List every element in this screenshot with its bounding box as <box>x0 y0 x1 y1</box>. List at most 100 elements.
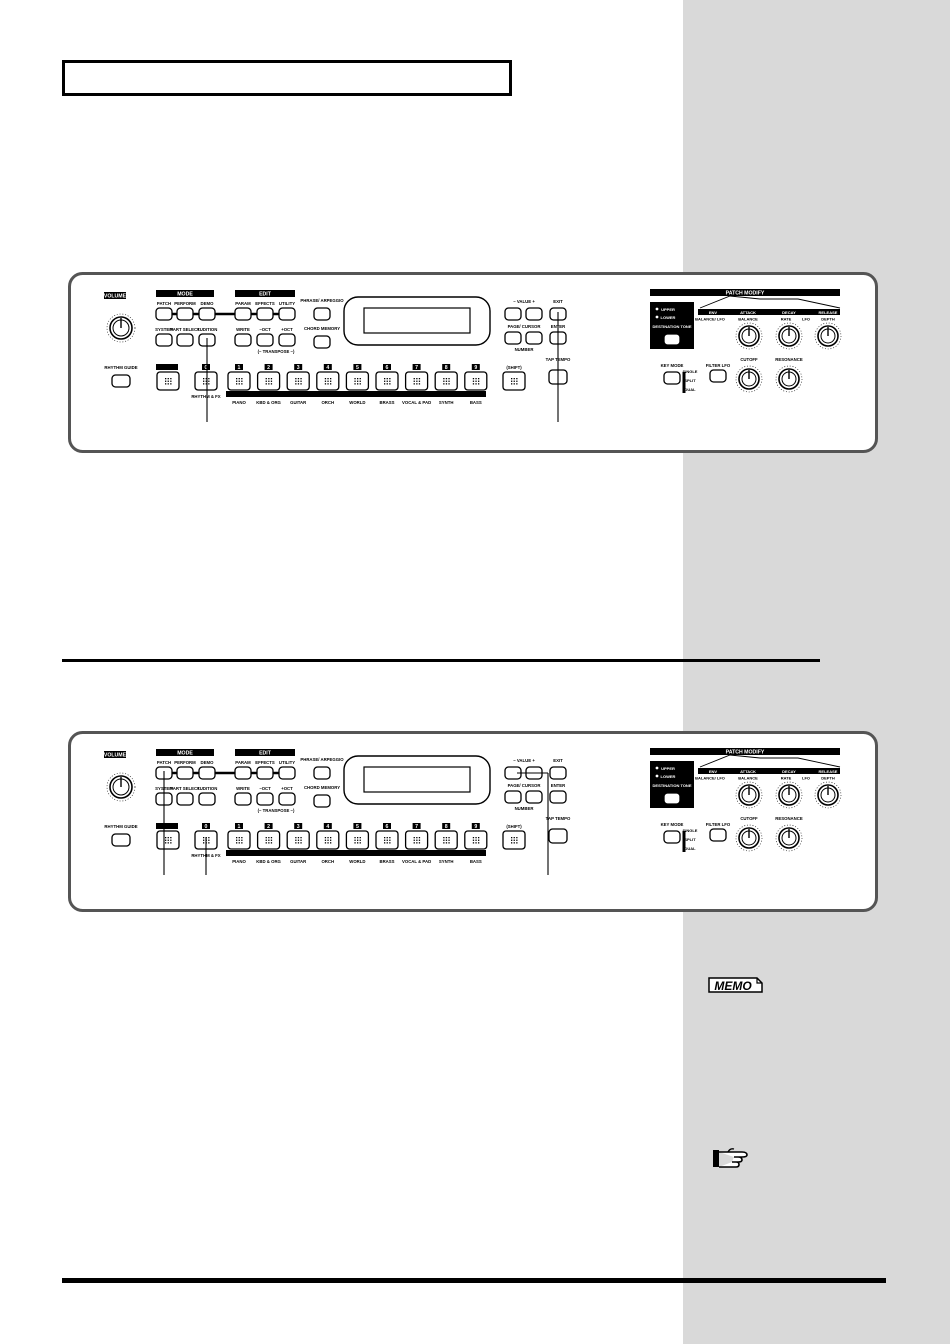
phrase-arpeggio-button[interactable] <box>313 766 331 780</box>
number-2-button[interactable] <box>256 830 281 850</box>
shift-button[interactable] <box>502 830 526 850</box>
category-label: PIANO <box>232 400 246 405</box>
number-0-button[interactable] <box>194 371 218 391</box>
number-6-button[interactable] <box>375 830 399 850</box>
enter-button[interactable] <box>549 790 567 804</box>
filter-lfo-button[interactable] <box>709 828 727 842</box>
volume-knob[interactable] <box>106 772 136 802</box>
decay-label: DECAY <box>782 310 796 315</box>
utility-button[interactable] <box>278 766 296 780</box>
perform-button[interactable] <box>176 766 194 780</box>
number-tag <box>383 823 391 829</box>
shift-button[interactable] <box>502 371 526 391</box>
write-label: WRITE <box>236 327 250 332</box>
number-5-button[interactable] <box>345 371 370 391</box>
zero-tag <box>202 823 210 829</box>
number-tag <box>235 823 243 829</box>
tap-tempo-button[interactable] <box>548 828 568 844</box>
rhythm-guide-button[interactable] <box>111 374 131 388</box>
number-5-button[interactable] <box>345 830 370 850</box>
number-7-button[interactable] <box>404 371 429 391</box>
number-1-button[interactable] <box>227 371 251 391</box>
number-tag <box>264 364 273 370</box>
number-7-button[interactable] <box>404 830 429 850</box>
param-button[interactable] <box>234 766 252 780</box>
number-tag <box>323 823 332 829</box>
decay-knob[interactable] <box>775 322 803 350</box>
number-3-button[interactable] <box>286 371 310 391</box>
write-button[interactable] <box>234 333 252 347</box>
destination-tone-button[interactable] <box>663 333 681 346</box>
oct-down-button[interactable] <box>256 333 274 347</box>
demo-button[interactable] <box>198 307 216 321</box>
number-4-button[interactable] <box>316 830 340 850</box>
cutoff-knob[interactable] <box>735 365 763 393</box>
part-select-button[interactable] <box>176 792 194 806</box>
lcd-screen <box>363 307 471 334</box>
oct-up-button[interactable] <box>278 333 296 347</box>
number-9-label: 9 <box>474 824 477 830</box>
key-mode-button[interactable] <box>663 830 681 844</box>
filter-lfo-button[interactable] <box>709 369 727 383</box>
key-mode-button[interactable] <box>663 371 681 385</box>
chord-memory-button[interactable] <box>313 794 331 808</box>
patch-button[interactable] <box>155 307 173 321</box>
resonance-knob[interactable] <box>775 824 803 852</box>
value-dec-button[interactable] <box>504 307 522 321</box>
patch-modify-bar <box>650 748 840 755</box>
shift-label: (SHIFT) <box>506 824 522 829</box>
release-knob[interactable] <box>814 781 842 809</box>
effects-button[interactable] <box>256 307 274 321</box>
part-select-button[interactable] <box>176 333 194 347</box>
decay-knob[interactable] <box>775 781 803 809</box>
page-right-button[interactable] <box>525 790 543 804</box>
number-label: NUMBER <box>515 347 535 352</box>
number-9-button[interactable] <box>464 830 488 850</box>
number-8-label: 8 <box>445 824 448 830</box>
phrase-arpeggio-button[interactable] <box>313 307 331 321</box>
lower-led <box>655 774 659 778</box>
audition-button[interactable] <box>198 792 216 806</box>
release-knob[interactable] <box>814 322 842 350</box>
system-button[interactable] <box>155 333 173 347</box>
category-label: BASS <box>470 400 482 405</box>
write-button[interactable] <box>234 792 252 806</box>
destination-tone-button[interactable] <box>663 792 681 805</box>
number-8-button[interactable] <box>434 371 458 391</box>
rhythm-pad-button[interactable] <box>156 371 180 391</box>
cutoff-knob[interactable] <box>735 824 763 852</box>
exit-button[interactable] <box>549 766 567 780</box>
page-left-button[interactable] <box>504 790 522 804</box>
oct-down-label: −OCT <box>259 327 271 332</box>
attack-knob[interactable] <box>735 322 763 350</box>
rhythm-pad-button[interactable] <box>156 830 180 850</box>
utility-button[interactable] <box>278 307 296 321</box>
volume-knob[interactable] <box>106 313 136 343</box>
number-6-button[interactable] <box>375 371 399 391</box>
number-2-button[interactable] <box>256 371 281 391</box>
number-1-button[interactable] <box>227 830 251 850</box>
number-tag <box>294 823 303 829</box>
number-3-button[interactable] <box>286 830 310 850</box>
number-tag <box>235 364 243 370</box>
page-left-button[interactable] <box>504 331 522 345</box>
perform-button[interactable] <box>176 307 194 321</box>
value-inc-button[interactable] <box>525 307 543 321</box>
demo-button[interactable] <box>198 766 216 780</box>
chord-memory-button[interactable] <box>313 335 331 349</box>
upper-led <box>655 307 659 311</box>
section-header-box <box>62 60 512 96</box>
number-4-button[interactable] <box>316 371 340 391</box>
attack-knob[interactable] <box>735 781 763 809</box>
resonance-knob[interactable] <box>775 365 803 393</box>
number-9-button[interactable] <box>464 371 488 391</box>
oct-down-button[interactable] <box>256 792 274 806</box>
number-8-button[interactable] <box>434 830 458 850</box>
effects-button[interactable] <box>256 766 274 780</box>
rhythm-guide-button[interactable] <box>111 833 131 847</box>
page-right-button[interactable] <box>525 331 543 345</box>
param-button[interactable] <box>234 307 252 321</box>
oct-up-button[interactable] <box>278 792 296 806</box>
